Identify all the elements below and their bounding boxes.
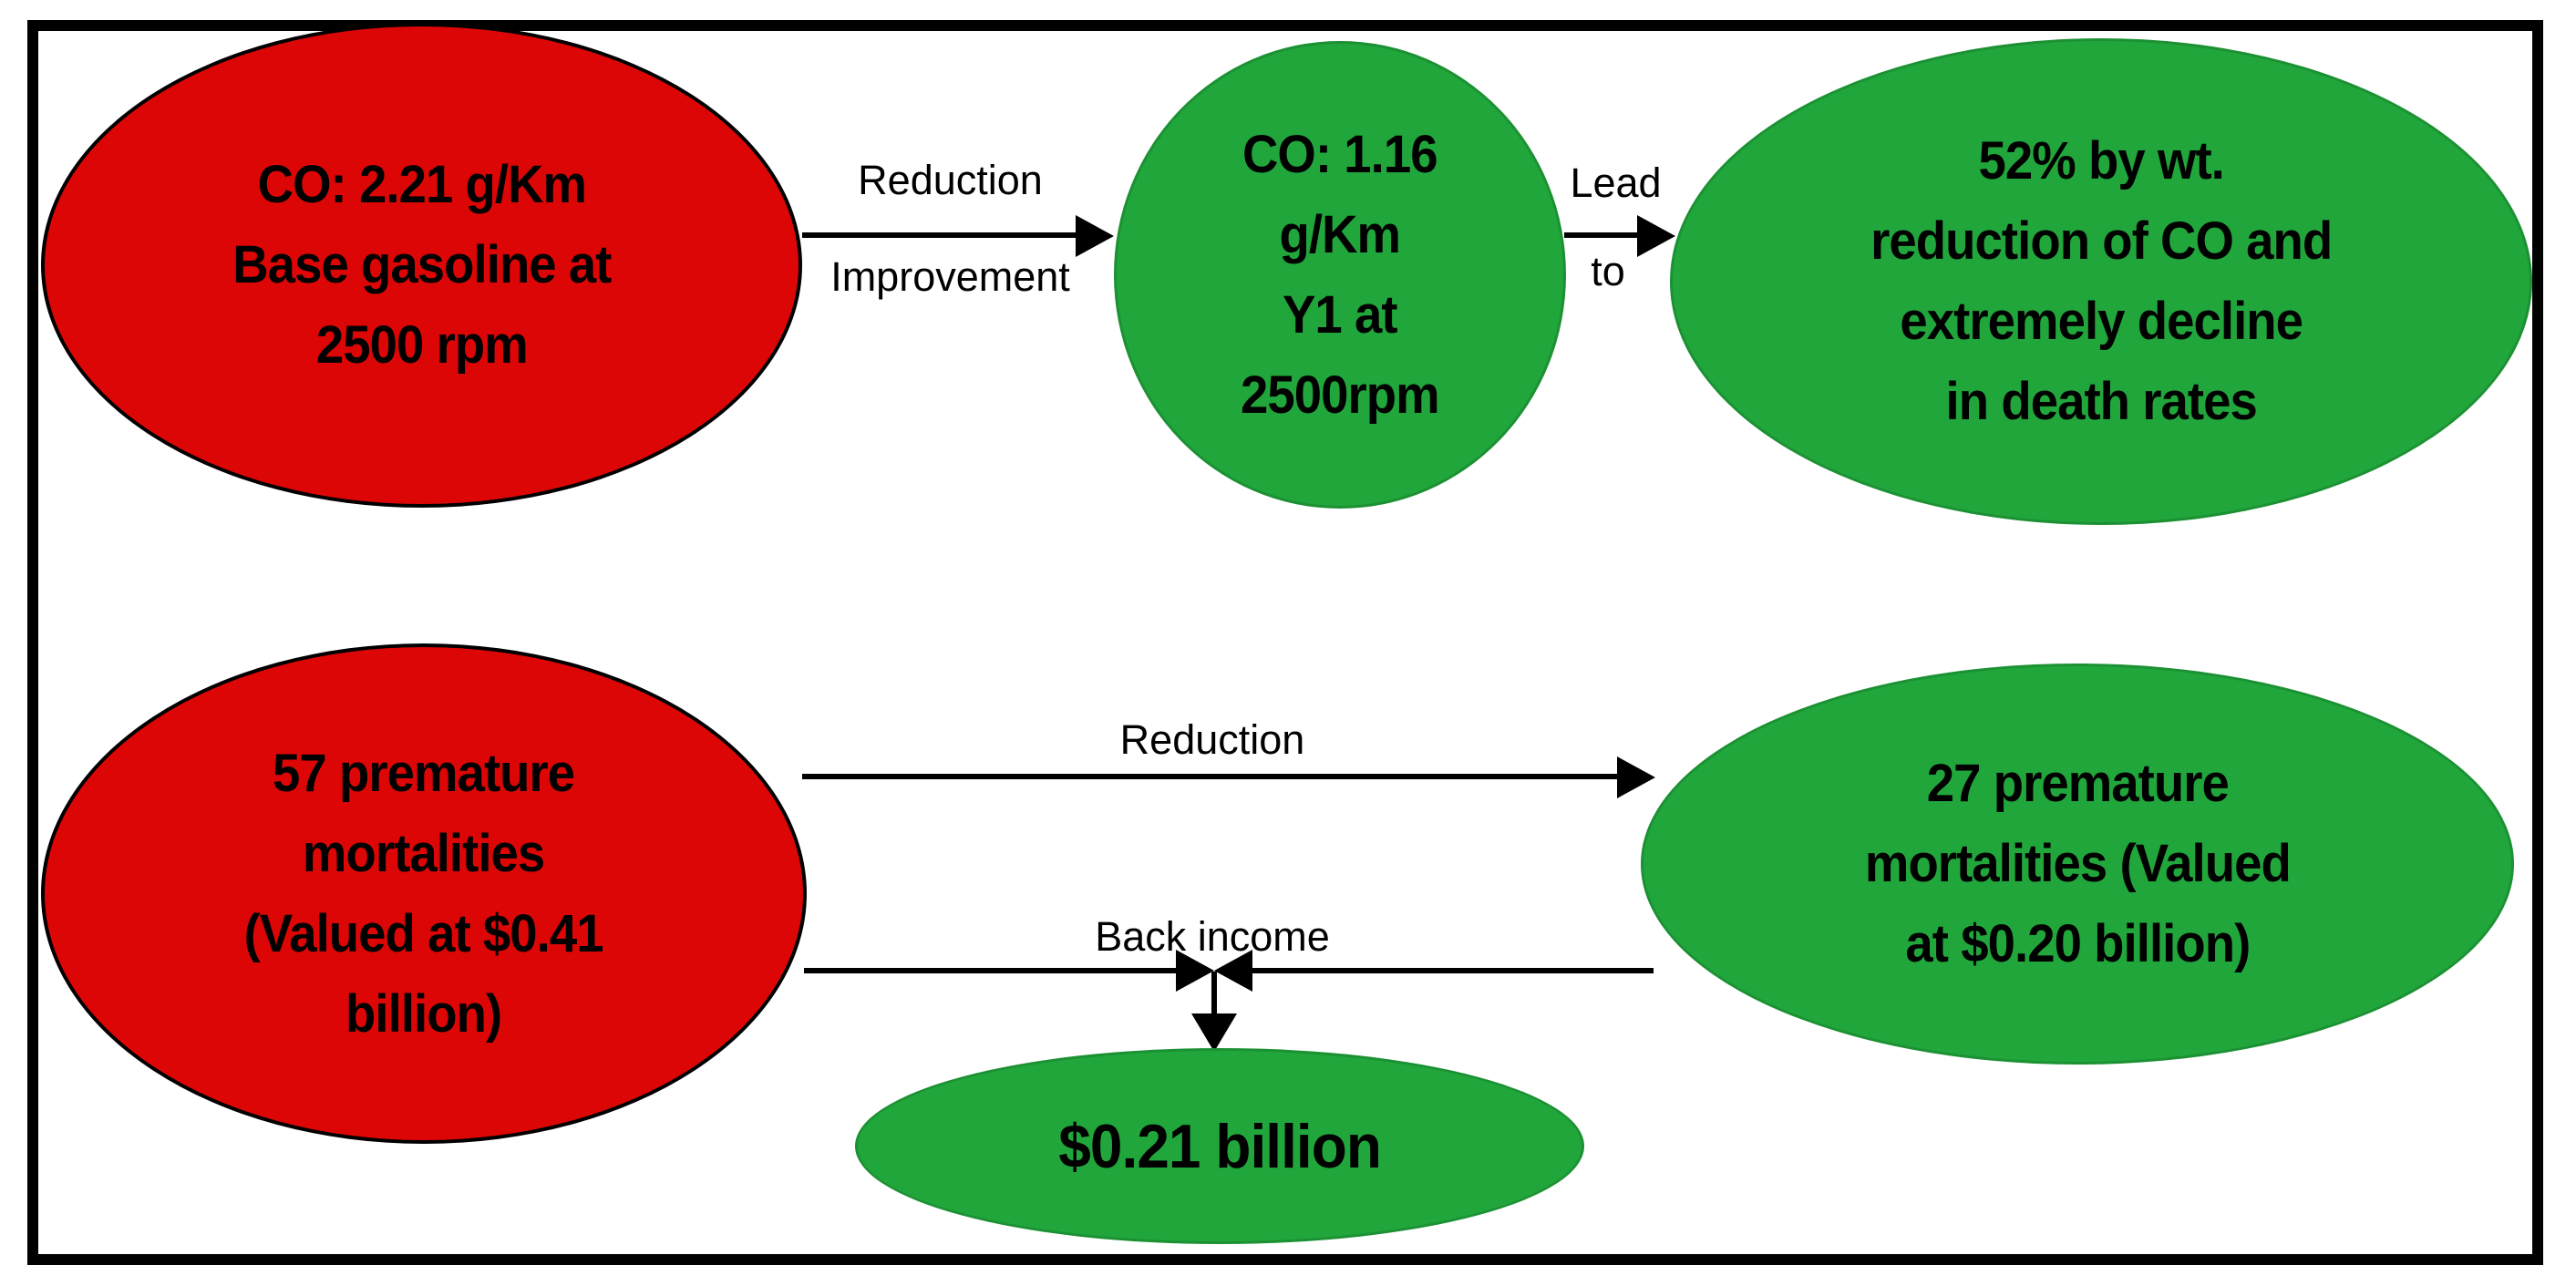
- node-base-gasoline-text: CO: 2.21 g/Km Base gasoline at 2500 rpm: [232, 155, 612, 375]
- arrow-improvement-line: [802, 232, 1080, 238]
- node-co-reduction-text: 52% by wt. reduction of CO and extremely…: [1870, 131, 2333, 431]
- edge-label-reduction-top: Reduction: [858, 157, 1043, 203]
- node-y1-emission: CO: 1.16 g/Km Y1 at 2500rpm: [1114, 41, 1566, 509]
- node-base-gasoline: CO: 2.21 g/Km Base gasoline at 2500 rpm: [41, 23, 802, 508]
- arrowhead-right-icon: [1617, 756, 1655, 798]
- edge-label-lead: Lead: [1570, 159, 1662, 206]
- arrowhead-right-icon: [1637, 215, 1675, 257]
- arrow-lead-to-line: [1564, 232, 1641, 238]
- edge-label-back-income: Back income: [1095, 913, 1330, 960]
- back-income-line-right: [1252, 968, 1654, 973]
- edge-label-reduction-bottom: Reduction: [1119, 716, 1305, 763]
- node-mortality-base: 57 premature mortalities (Valued at $0.4…: [41, 643, 807, 1144]
- node-co-reduction: 52% by wt. reduction of CO and extremely…: [1670, 38, 2532, 525]
- node-mortality-base-text: 57 premature mortalities (Valued at $0.4…: [243, 743, 604, 1044]
- outer-border: [27, 20, 2543, 1265]
- arrowhead-down-icon: [1191, 1013, 1237, 1052]
- back-income-drop-line: [1211, 972, 1217, 1017]
- back-income-line-left: [804, 968, 1176, 973]
- node-mortality-y1-text: 27 premature mortalities (Valued at $0.2…: [1864, 754, 2292, 973]
- node-mortality-y1: 27 premature mortalities (Valued at $0.2…: [1641, 664, 2514, 1065]
- edge-label-to: to: [1591, 248, 1625, 294]
- arrowhead-left-icon: [1214, 950, 1252, 992]
- edge-label-improvement: Improvement: [830, 253, 1070, 300]
- arrow-mortality-reduction-line: [802, 774, 1619, 779]
- node-back-income-value-text: $0.21 billion: [1058, 1111, 1382, 1181]
- arrowhead-right-icon: [1076, 215, 1114, 257]
- arrowhead-right-icon: [1176, 950, 1214, 992]
- node-y1-emission-text: CO: 1.16 g/Km Y1 at 2500rpm: [1241, 124, 1440, 425]
- node-back-income-value: $0.21 billion: [855, 1048, 1584, 1244]
